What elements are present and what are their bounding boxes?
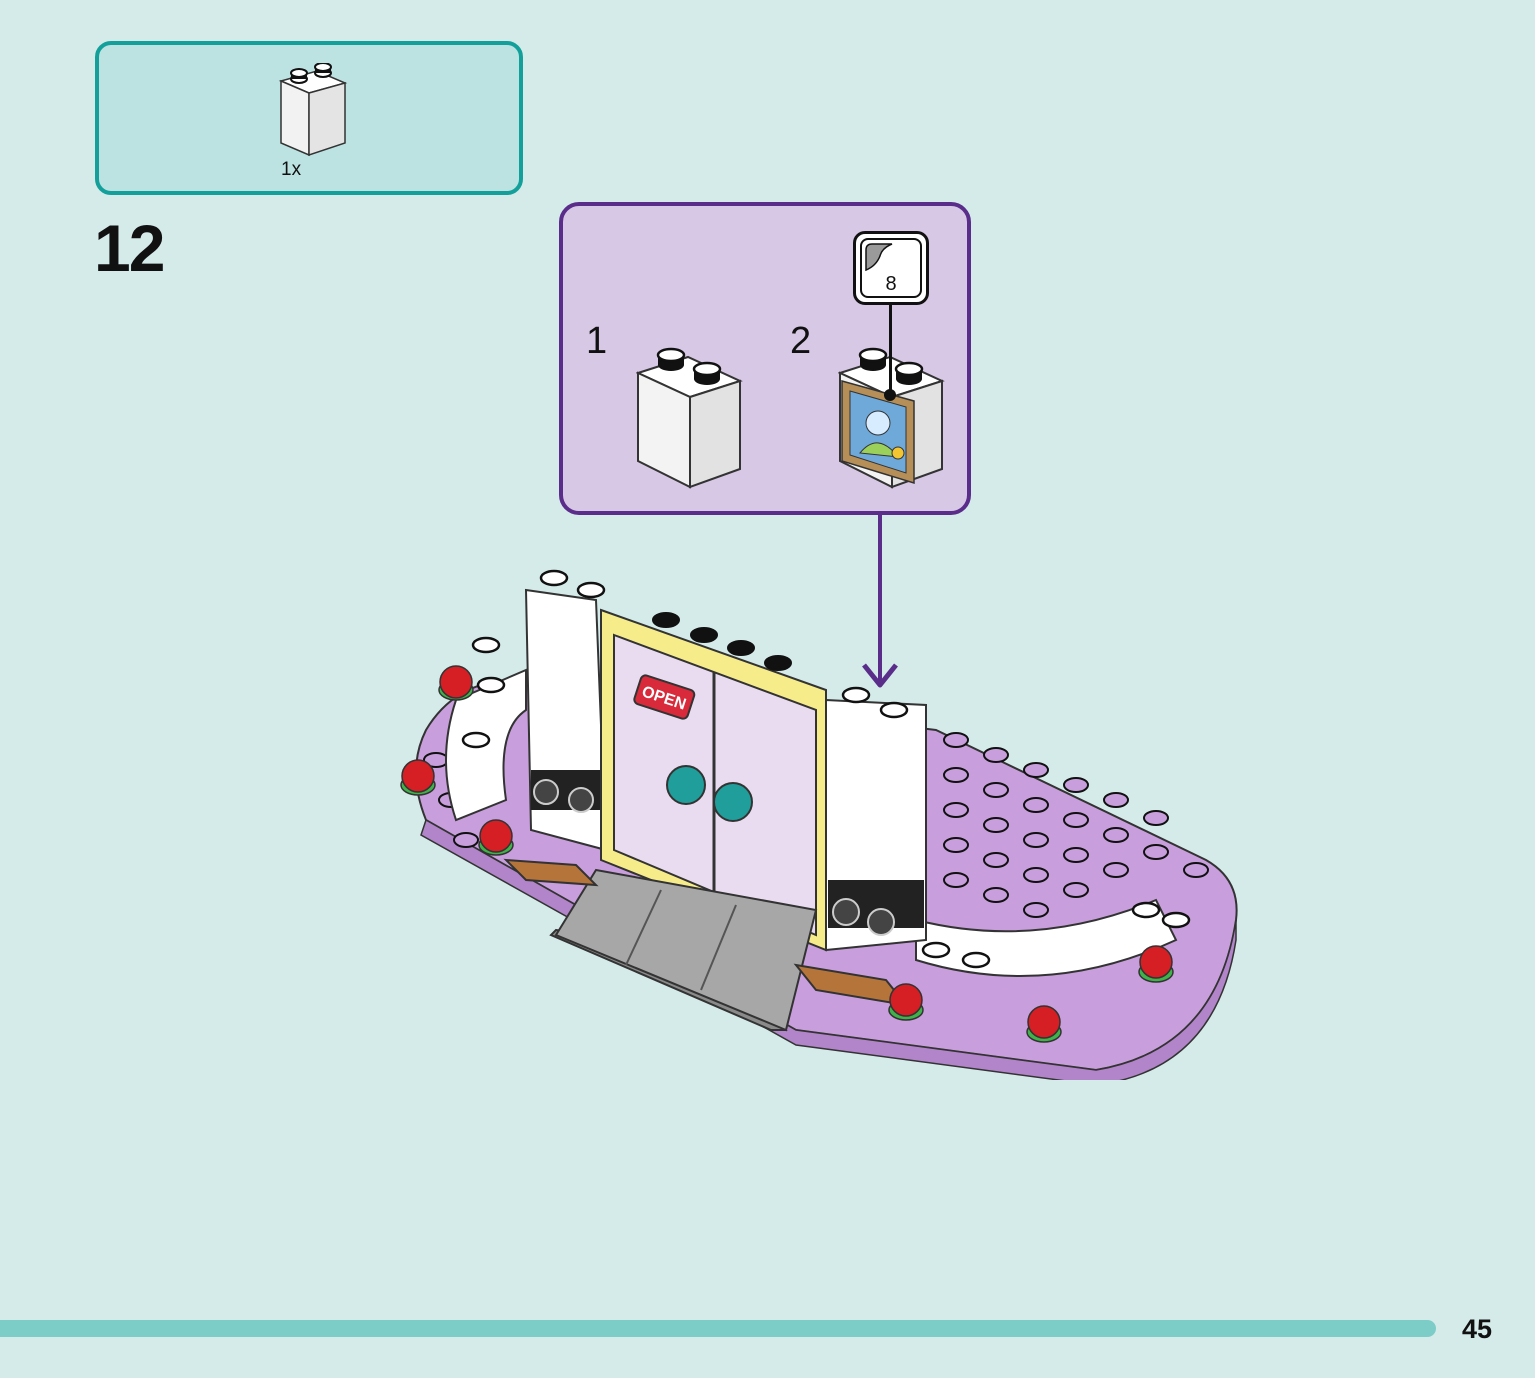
sticker-callout-dot [884, 389, 896, 401]
progress-bar [0, 1320, 1436, 1337]
sticker-number-badge: 8 [853, 231, 929, 305]
white-brick-icon [636, 347, 743, 489]
sticker-number: 8 [885, 273, 897, 295]
part-quantity: 1x [281, 159, 302, 180]
portrait-brick-icon [838, 347, 945, 489]
sub-step-label-2: 2 [790, 320, 812, 362]
sub-step-label-1: 1 [586, 320, 608, 362]
white-brick-1x2x2-icon [278, 63, 348, 157]
parts-list-box: 1x [95, 41, 523, 195]
page-number: 45 [1462, 1314, 1493, 1344]
sticker-peel-icon [865, 243, 893, 272]
shop-front-model: OPEN [400, 569, 1238, 1080]
step-number: 12 [94, 211, 165, 285]
sticker-callout-line [889, 305, 892, 393]
placement-arrow-icon [862, 515, 898, 688]
